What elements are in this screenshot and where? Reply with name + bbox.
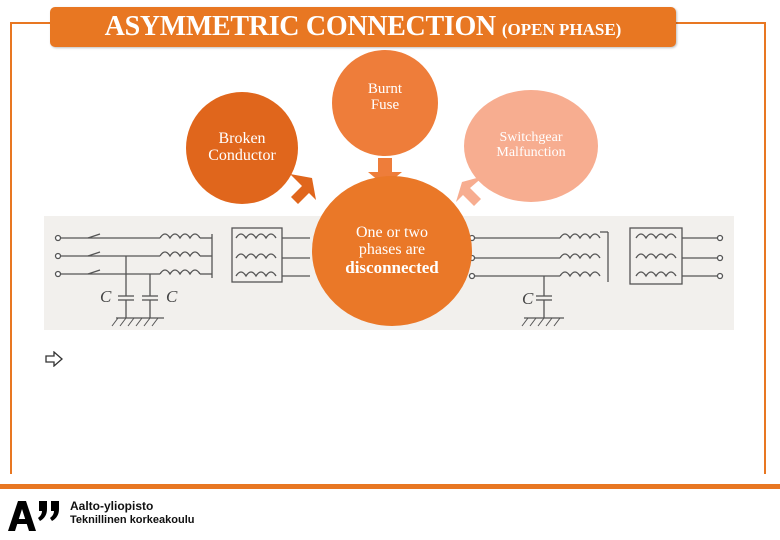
effect-line2: phases are xyxy=(358,241,426,259)
effect-disconnected: One or two phases are disconnected xyxy=(312,176,472,326)
org-subname: Teknillinen korkeakoulu xyxy=(70,514,195,526)
title-sub: (OPEN PHASE) xyxy=(501,20,622,39)
effect-emphasis: disconnected xyxy=(345,257,439,277)
capacitor-label-2: C xyxy=(166,287,178,306)
cause-broken-conductor-label: Broken Conductor xyxy=(208,130,276,164)
cause-burnt-fuse-label: Burnt Fuse xyxy=(367,81,403,113)
arrow-broken-to-effect xyxy=(290,174,316,204)
title-banner: ASYMMETRIC CONNECTION (OPEN PHASE) xyxy=(50,7,676,47)
arrow-switchgear-to-effect xyxy=(456,176,484,206)
aalto-logo xyxy=(8,501,59,531)
bullet-arrow-icon xyxy=(45,351,63,367)
cause-switchgear-malfunction: Switchgear Malfunction xyxy=(464,90,598,202)
capacitor-label-1: C xyxy=(100,287,112,306)
cause-broken-conductor: Broken Conductor xyxy=(186,92,298,204)
effect-line1: One or two xyxy=(356,224,428,242)
org-name: Aalto-yliopisto xyxy=(70,499,154,513)
footer-divider xyxy=(0,484,780,489)
title-main: ASYMMETRIC CONNECTION xyxy=(104,11,496,42)
cause-burnt-fuse: Burnt Fuse xyxy=(332,50,438,156)
capacitor-label-3: C xyxy=(522,289,534,308)
cause-switchgear-label: Switchgear Malfunction xyxy=(496,130,566,160)
